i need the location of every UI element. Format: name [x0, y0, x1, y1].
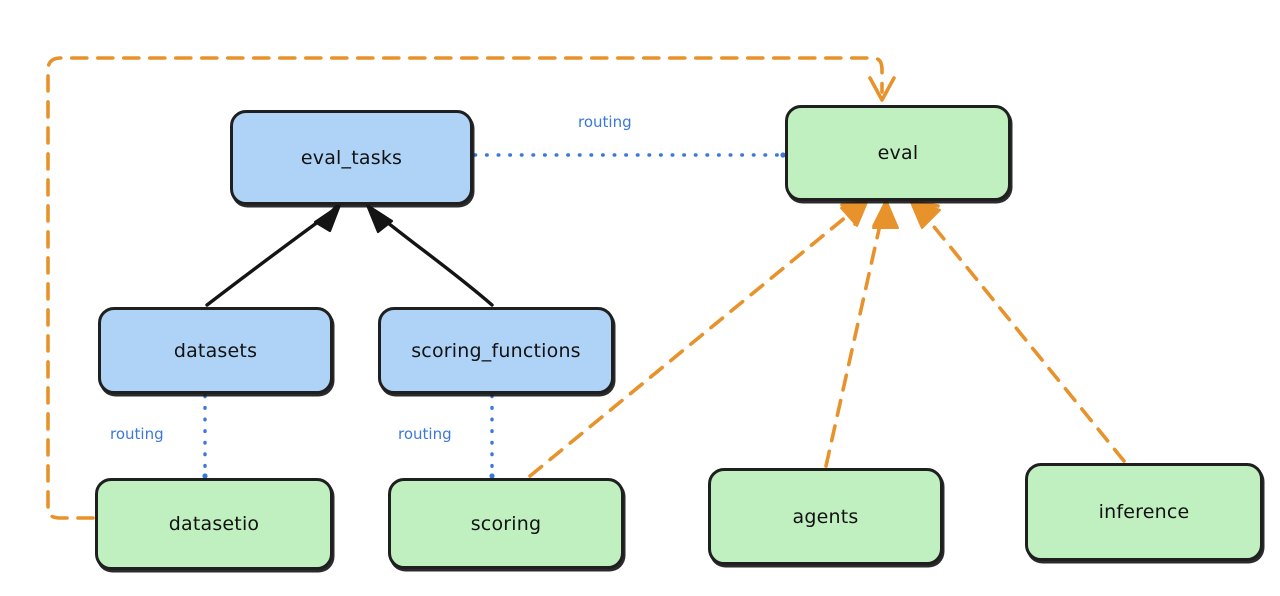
node-datasetio[interactable]: datasetio — [95, 478, 333, 570]
node-label: datasetio — [168, 513, 260, 535]
node-label: eval_tasks — [300, 146, 403, 169]
edge-inference-to-eval — [909, 199, 1126, 463]
edge-label-routing-scoring_functions-scoring: routing — [398, 425, 452, 443]
node-eval_tasks[interactable]: eval_tasks — [230, 110, 473, 205]
node-label: scoring — [470, 512, 542, 535]
node-label: eval — [877, 142, 919, 164]
node-scoring[interactable]: scoring — [388, 478, 624, 569]
edge-scoring_functions-to-eval_tasks — [365, 203, 494, 307]
node-scoring_functions[interactable]: scoring_functions — [378, 307, 614, 394]
node-datasets[interactable]: datasets — [98, 307, 333, 394]
node-label: inference — [1098, 501, 1190, 523]
node-eval[interactable]: eval — [785, 105, 1011, 201]
edge-datasets-to-datasetio-routing — [202, 394, 208, 479]
node-agents[interactable]: agents — [708, 468, 943, 565]
node-label: agents — [792, 505, 859, 528]
edge-label-routing-datasets-datasetio: routing — [110, 425, 164, 443]
node-label: datasets — [173, 339, 258, 362]
edge-agents-to-eval — [824, 199, 899, 468]
edge-eval_tasks-to-eval-routing — [473, 152, 786, 158]
node-inference[interactable]: inference — [1025, 463, 1263, 561]
node-label: scoring_functions — [411, 339, 581, 362]
edge-scoring_functions-to-scoring-routing — [489, 394, 495, 479]
edge-label-routing-eval_tasks-eval: routing — [578, 113, 632, 131]
edge-datasets-to-eval_tasks — [205, 203, 342, 307]
